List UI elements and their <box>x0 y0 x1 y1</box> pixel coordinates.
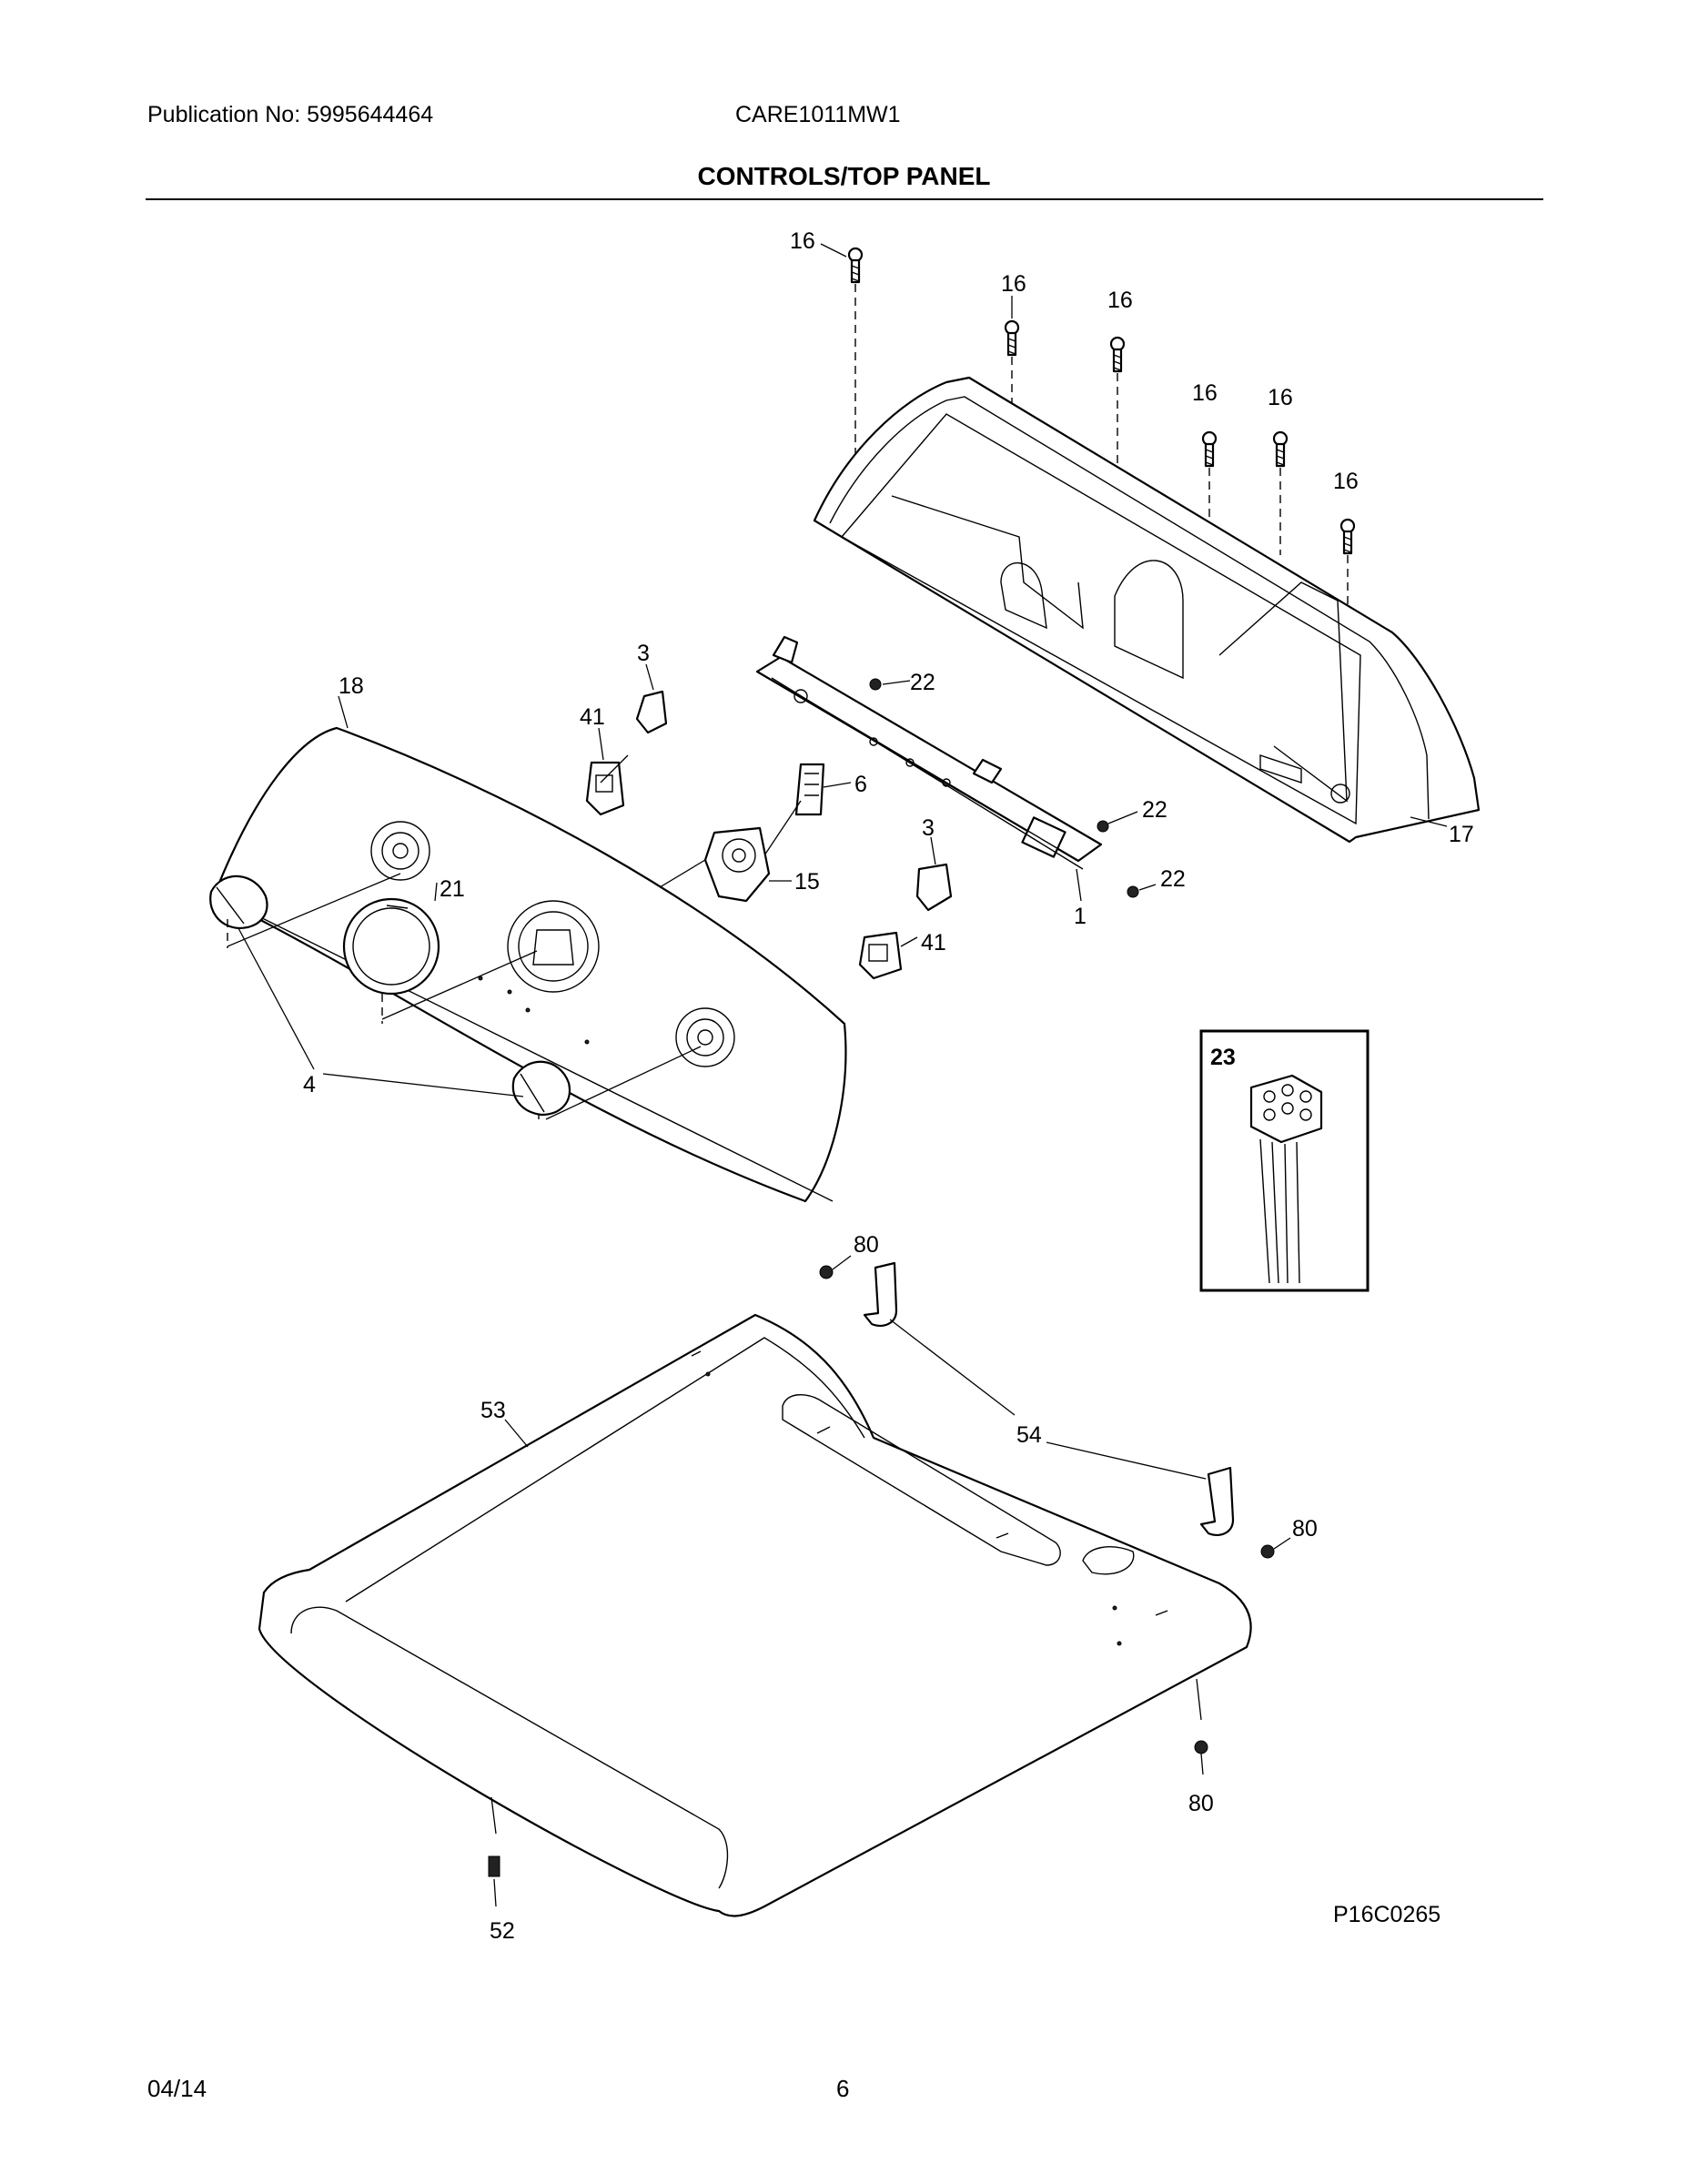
callout-16: 16 <box>1001 271 1026 297</box>
model-number: CARE1011MW1 <box>735 102 901 127</box>
control-panel-part-18 <box>212 695 847 1203</box>
screw-part-80-right <box>1260 1537 1291 1559</box>
callout-23: 23 <box>1210 1045 1236 1070</box>
callout-22: 22 <box>910 670 935 695</box>
callout-16: 16 <box>790 228 815 254</box>
switch-part-41-upper <box>585 727 625 816</box>
bracket-part-54-lower <box>1046 1441 1235 1536</box>
callout-80: 80 <box>854 1232 879 1258</box>
leveling-foot-part-52 <box>488 1855 500 1907</box>
screw-part-80-lower <box>1194 1740 1208 1775</box>
callout-1: 1 <box>1074 904 1087 929</box>
screw-part-80-upper <box>819 1255 852 1279</box>
publication-number: Publication No: 5995644464 <box>147 102 434 127</box>
diagram-code: P16C0265 <box>1333 1902 1440 1927</box>
callout-41: 41 <box>580 704 605 730</box>
knob-alignment-lines <box>227 873 702 1120</box>
screw-parts-16 <box>820 243 1356 801</box>
callout-3: 3 <box>637 641 650 666</box>
page-title: CONTROLS/TOP PANEL <box>697 162 991 190</box>
callout-15: 15 <box>794 869 820 895</box>
page-number: 6 <box>836 2075 850 2102</box>
top-panel-part-53 <box>258 1313 1252 1917</box>
clip-part-3-upper <box>600 663 668 784</box>
callout-41: 41 <box>921 930 946 956</box>
selector-knob-part-21 <box>342 882 440 996</box>
callout-3: 3 <box>922 815 935 841</box>
control-board-part-1 <box>755 635 1157 902</box>
callout-53: 53 <box>480 1398 506 1423</box>
knob-part-4-left <box>209 875 268 930</box>
wire-harness-inset-part-23 <box>1199 1029 1370 1292</box>
bracket-part-54-upper <box>863 1261 1016 1416</box>
console-back-part-17 <box>813 376 1481 844</box>
wire-harness-part-6 <box>763 763 852 856</box>
callout-54: 54 <box>1016 1422 1042 1448</box>
callout-16: 16 <box>1333 469 1359 494</box>
switch-part-41-lower <box>858 931 918 980</box>
clip-part-3-lower <box>915 836 953 912</box>
callout-6: 6 <box>854 772 867 797</box>
exploded-parts-diagram: 16 16 16 16 16 16 17 18 3 41 22 6 22 3 1… <box>209 228 1481 1944</box>
knob-part-4-right <box>511 1060 571 1117</box>
callout-80: 80 <box>1188 1791 1214 1816</box>
callout-22: 22 <box>1142 797 1167 823</box>
footer-date: 04/14 <box>147 2075 207 2102</box>
callout-22: 22 <box>1160 866 1186 892</box>
callout-16: 16 <box>1107 288 1133 313</box>
callout-labels: 16 16 16 16 16 16 17 18 3 41 22 6 22 3 1… <box>303 228 1474 1944</box>
callout-4: 4 <box>303 1072 316 1097</box>
callout-17: 17 <box>1449 822 1474 847</box>
callout-80: 80 <box>1292 1516 1318 1542</box>
callout-18: 18 <box>339 673 364 699</box>
callout-16: 16 <box>1192 380 1218 406</box>
callout-52: 52 <box>490 1918 515 1944</box>
title-divider <box>146 198 1543 200</box>
callout-16: 16 <box>1268 385 1293 410</box>
callout-21: 21 <box>440 876 465 902</box>
